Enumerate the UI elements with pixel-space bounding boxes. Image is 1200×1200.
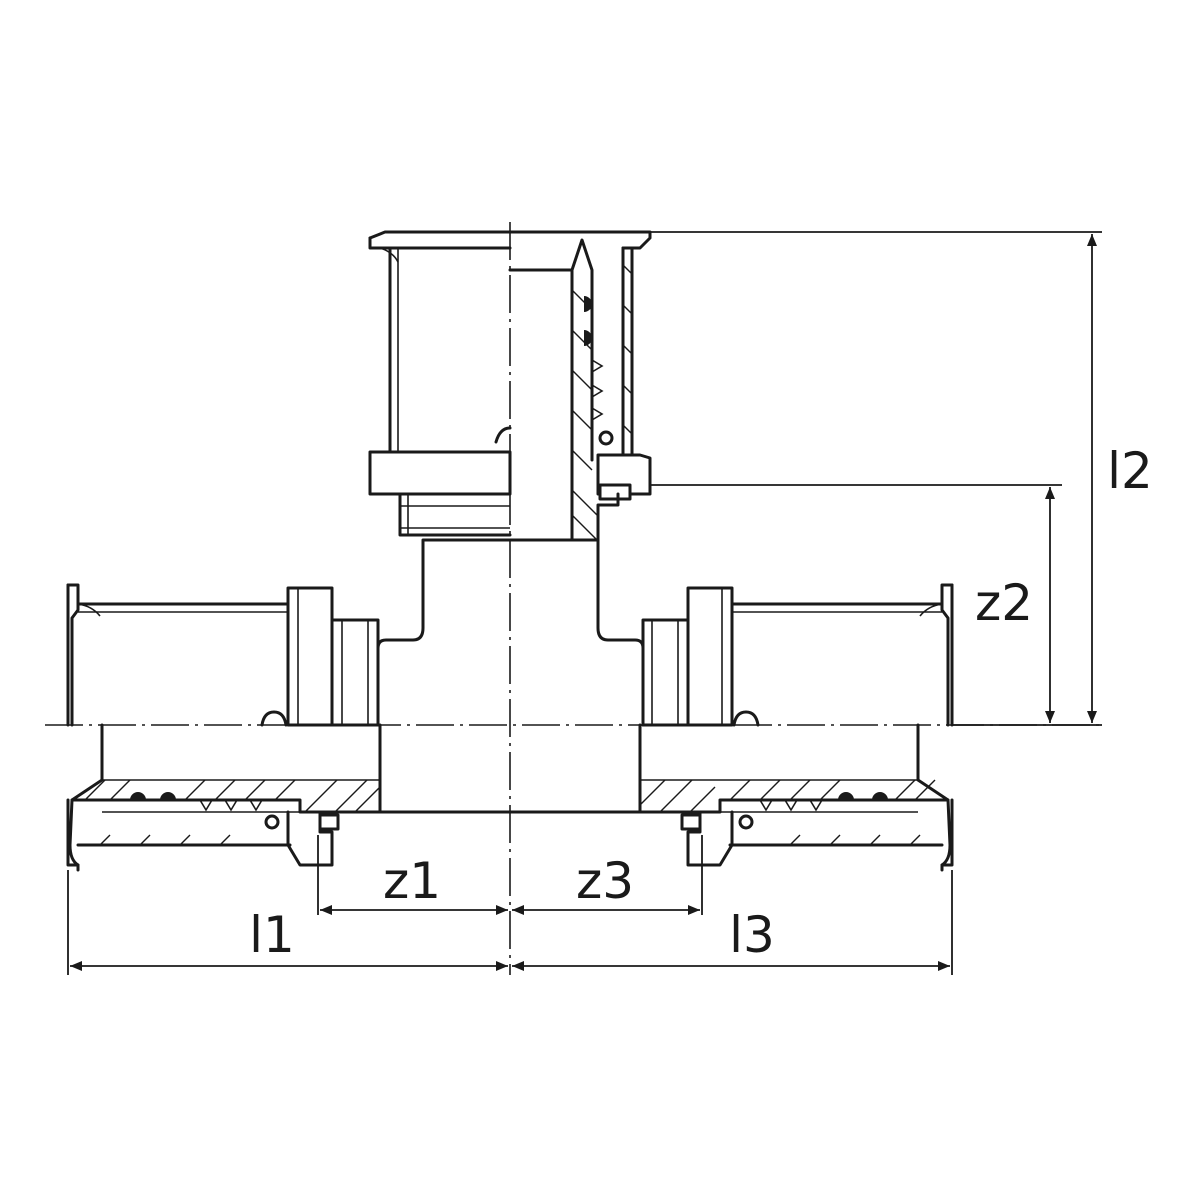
dimension-lines bbox=[67, 231, 1102, 975]
left-press-fitting bbox=[66, 583, 382, 872]
right-press-fitting bbox=[638, 583, 954, 872]
label-z2: z2 bbox=[975, 574, 1033, 632]
label-l3: l3 bbox=[729, 906, 775, 964]
label-z1: z1 bbox=[383, 852, 441, 910]
label-z3: z3 bbox=[576, 852, 634, 910]
center-lines bbox=[45, 222, 1100, 975]
label-l2: l2 bbox=[1107, 442, 1153, 500]
label-l1: l1 bbox=[249, 906, 295, 964]
dimension-labels: z1 z3 l1 l3 z2 l2 bbox=[249, 442, 1153, 964]
top-press-fitting bbox=[368, 230, 652, 542]
